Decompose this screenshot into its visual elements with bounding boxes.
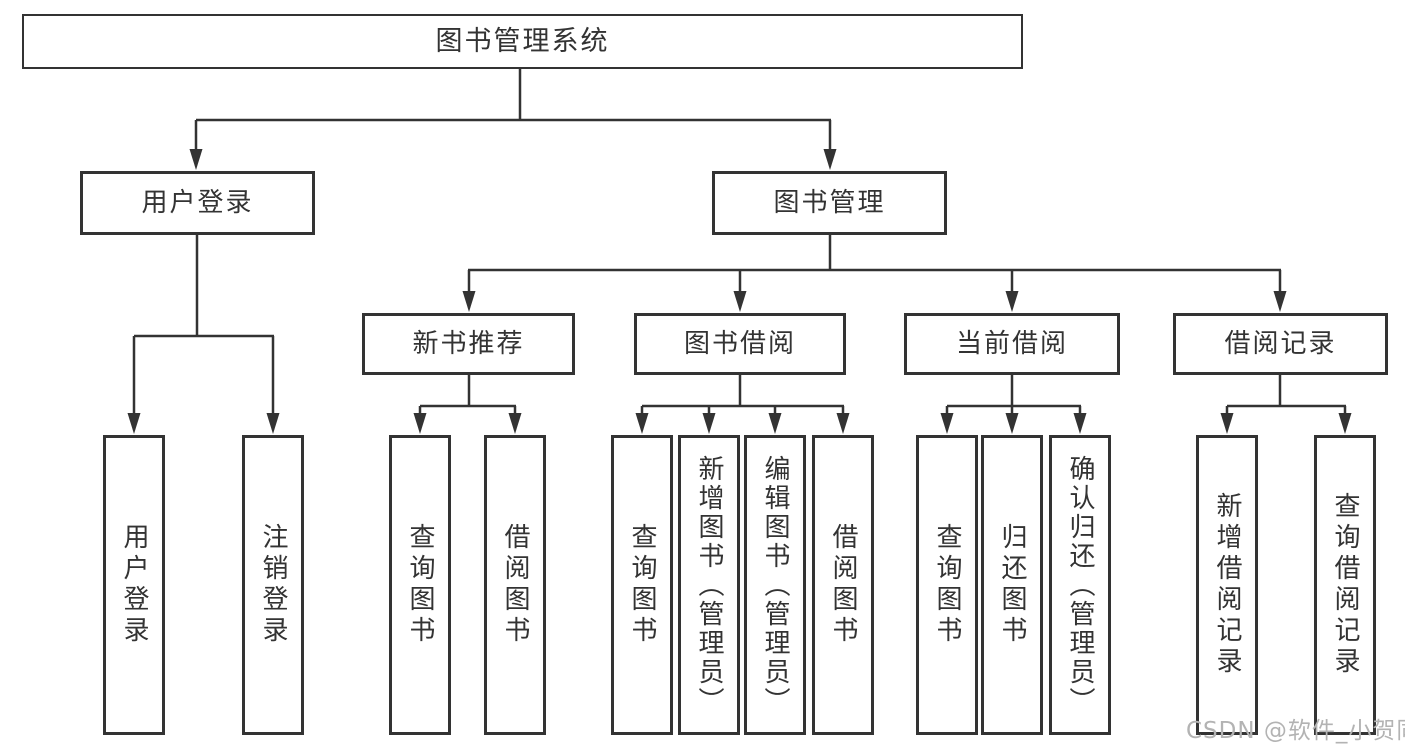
arrowhead-down-icon [940,413,954,434]
node-leaf-query-book-current: 查询图书 [916,435,978,735]
arrowhead-down-icon [823,149,837,170]
node-book-borrowing: 图书借阅 [634,313,846,375]
node-leaf-add-borrow-record: 新增借阅记录 [1196,435,1258,735]
node-leaf-logout: 注销登录 [242,435,304,735]
arrowhead-down-icon [462,291,476,312]
arrowhead-down-icon [836,413,850,434]
node-leaf-query-book-recommend: 查询图书 [389,435,451,735]
arrowhead-down-icon [702,413,716,434]
node-leaf-borrow-book-recommend: 借阅图书 [484,435,546,735]
arrowhead-down-icon [1273,291,1287,312]
node-new-book-recommend: 新书推荐 [362,313,575,375]
arrowhead-down-icon [266,413,280,434]
node-current-borrowing: 当前借阅 [904,313,1120,375]
arrowhead-down-icon [1220,413,1234,434]
node-system-root: 图书管理系统 [22,14,1023,69]
arrowhead-down-icon [508,413,522,434]
arrowhead-down-icon [189,149,203,170]
node-book-management: 图书管理 [712,171,947,235]
csdn-watermark: CSDN @软件_小贺同学 [1186,718,1405,744]
node-leaf-query-book-borrowing: 查询图书 [611,435,673,735]
arrowhead-down-icon [1005,413,1019,434]
arrowhead-down-icon [1005,291,1019,312]
node-leaf-add-book-admin: 新增图书（管理员） [678,435,740,735]
node-leaf-edit-book-admin: 编辑图书（管理员） [744,435,806,735]
arrowhead-down-icon [635,413,649,434]
node-leaf-query-borrow-record: 查询借阅记录 [1314,435,1376,735]
node-leaf-borrow-book: 借阅图书 [812,435,874,735]
arrowhead-down-icon [1338,413,1352,434]
node-leaf-return-book: 归还图书 [981,435,1043,735]
arrowhead-down-icon [413,413,427,434]
node-leaf-confirm-return-admin: 确认归还（管理员） [1049,435,1111,735]
arrowhead-down-icon [733,291,747,312]
arrowhead-down-icon [1073,413,1087,434]
node-borrowing-records: 借阅记录 [1173,313,1388,375]
node-leaf-user-login: 用户登录 [103,435,165,735]
node-user-login: 用户登录 [80,171,315,235]
arrowhead-down-icon [127,413,141,434]
arrowhead-down-icon [768,413,782,434]
